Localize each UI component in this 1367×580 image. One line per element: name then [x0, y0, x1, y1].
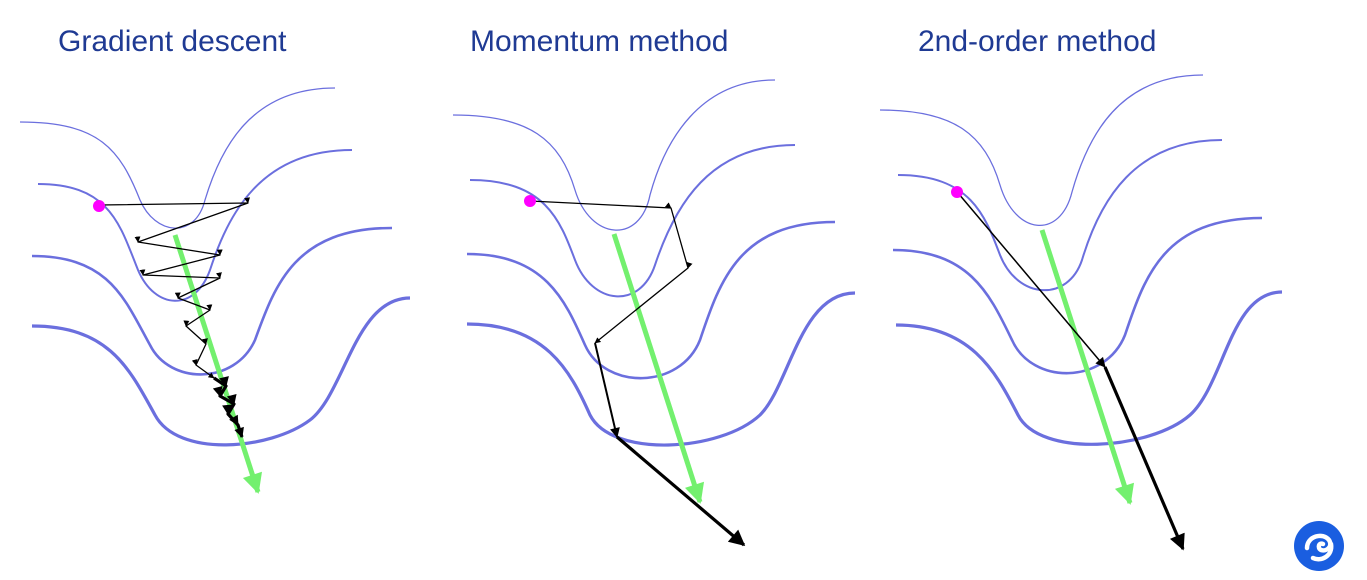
- contour-line: [466, 291, 856, 447]
- panel-second-order-method: [879, 74, 1283, 551]
- optimizer-path: [1103, 366, 1185, 551]
- panel-title-momentum-method: Momentum method: [470, 25, 729, 58]
- gradient-direction-arrow: [611, 233, 705, 504]
- contour-line: [879, 74, 1204, 227]
- contour-line: [892, 216, 1263, 375]
- contour-line: [452, 79, 776, 231]
- start-point: [951, 186, 963, 198]
- start-point: [93, 200, 105, 212]
- contour-line: [466, 220, 836, 380]
- gradient-direction-arrow: [172, 234, 262, 494]
- optimizer-path: [99, 197, 251, 379]
- gradient-direction-arrow: [1039, 229, 1134, 505]
- contour-line: [37, 149, 353, 302]
- swirl-logo-icon: [1294, 521, 1344, 571]
- panel-gradient-descent: [19, 87, 411, 494]
- optimizer-path: [594, 342, 620, 438]
- optimizer-path: [529, 200, 693, 344]
- optimizer-path: [957, 192, 1106, 368]
- contour-line: [19, 87, 336, 229]
- panel-title-second-order-method: 2nd-order method: [918, 25, 1157, 58]
- contour-line: [897, 139, 1223, 292]
- panel-momentum-method: [452, 79, 856, 547]
- contour-line: [31, 296, 411, 447]
- start-point: [524, 195, 536, 207]
- panel-title-gradient-descent: Gradient descent: [58, 25, 287, 58]
- contour-line: [895, 290, 1283, 446]
- optimizer-path: [615, 435, 746, 547]
- optimizer-path: [212, 376, 244, 438]
- contour-line: [469, 144, 796, 298]
